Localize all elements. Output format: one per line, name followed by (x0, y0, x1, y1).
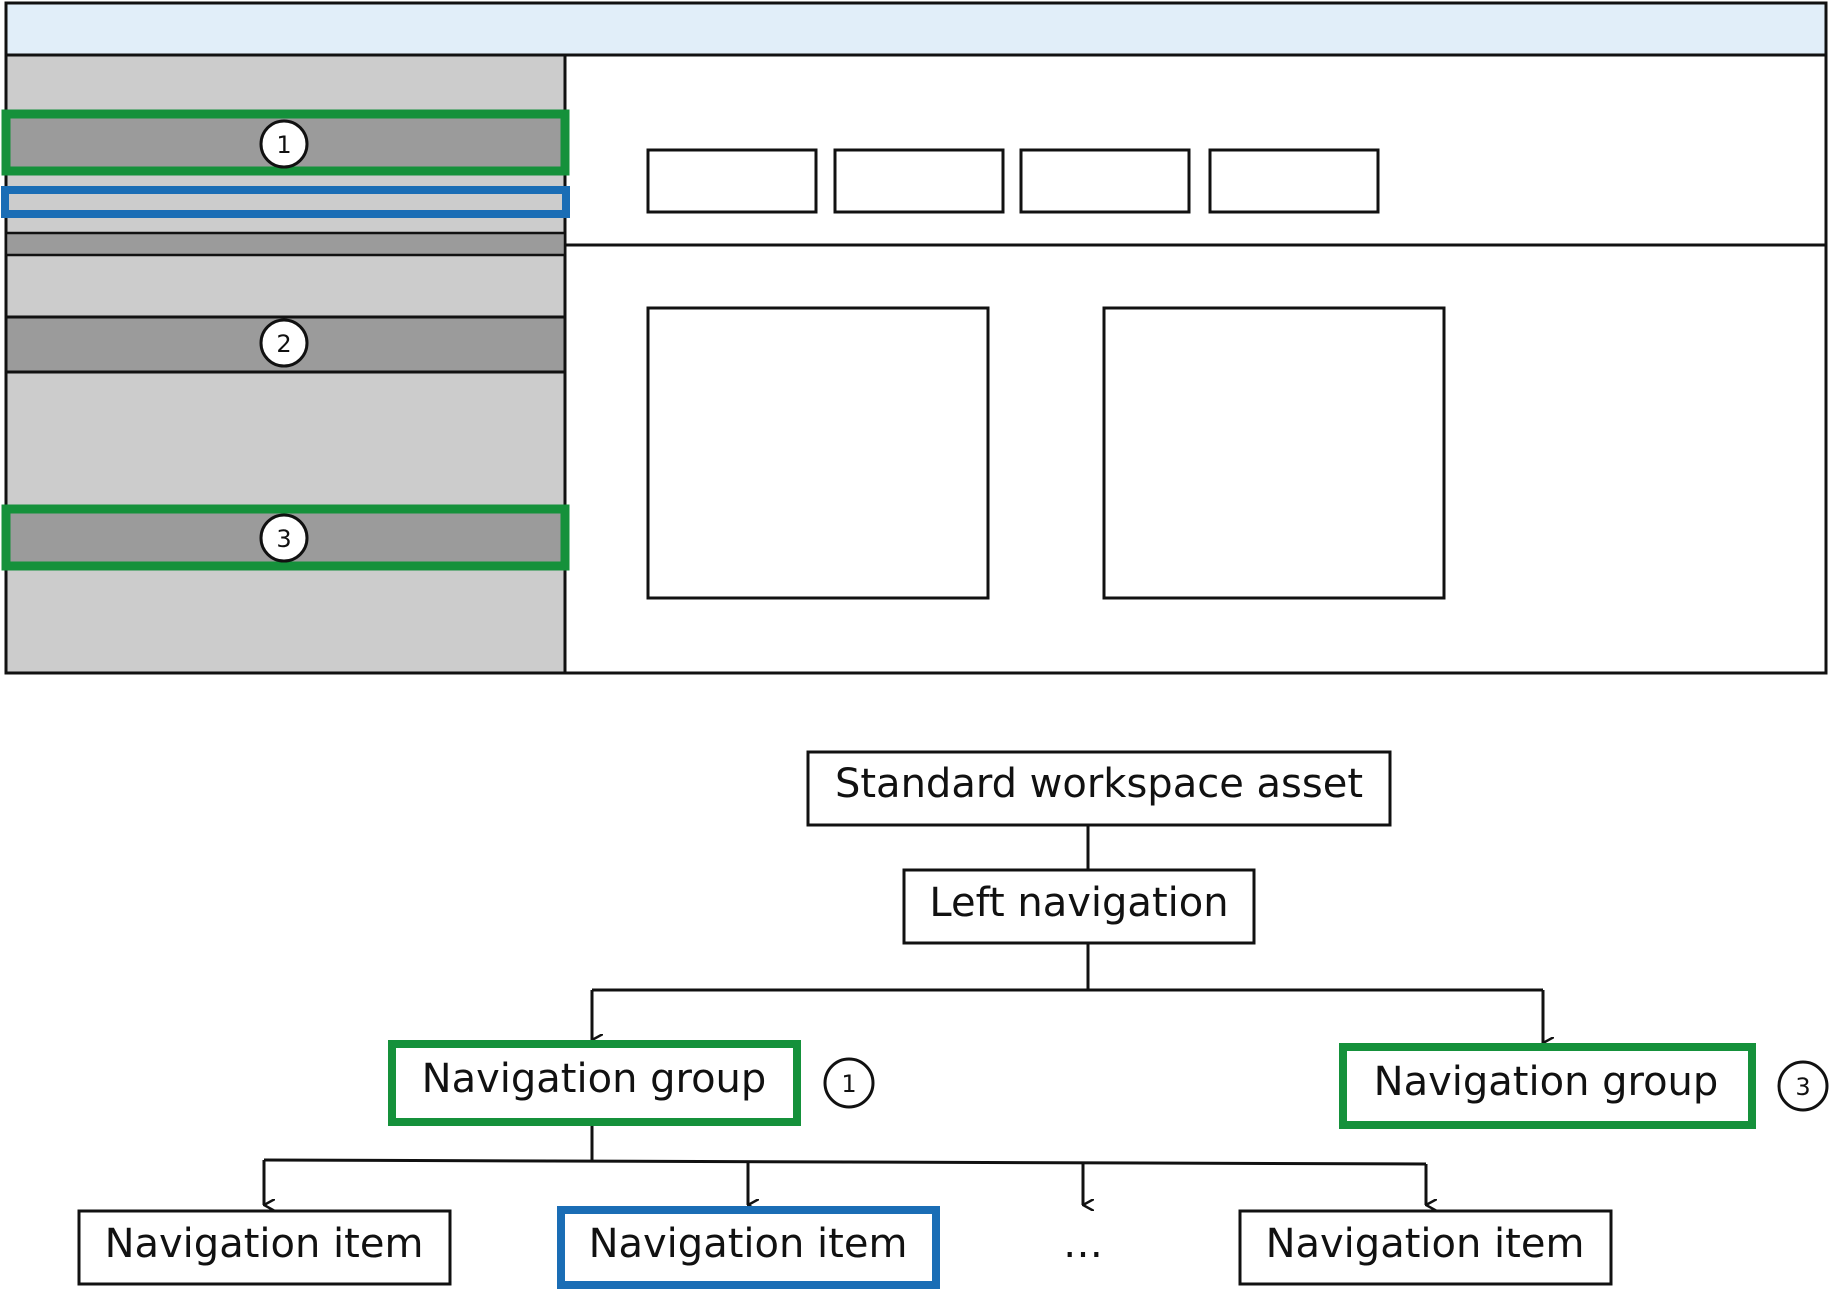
nav-row-sub[interactable] (4, 231, 567, 257)
node-root: Standard workspace asset (806, 750, 1392, 827)
node-group-right: Navigation group 3 (1339, 1043, 1829, 1129)
node-group-left-badge (823, 1057, 875, 1109)
badge-1: 1 (259, 119, 309, 169)
header-tab-2[interactable] (833, 148, 1005, 214)
node-left-navigation-label: Left navigation (929, 880, 1228, 926)
node-item-ellipsis: … (1063, 1221, 1103, 1267)
node-group-right-label: Navigation group (1374, 1059, 1719, 1105)
connectors (262, 825, 1543, 1205)
badge-2: 2 (259, 318, 309, 368)
workspace-mockup: 1 2 3 (1, 1, 1828, 675)
badge-3: 3 (259, 513, 309, 563)
header-tab-1[interactable] (646, 148, 818, 214)
badge-1-number: 1 (276, 131, 291, 159)
node-item-4-label: Navigation item (1266, 1221, 1585, 1267)
node-item-1-label: Navigation item (105, 1221, 424, 1267)
node-root-label: Standard workspace asset (835, 761, 1363, 807)
window-title-bar (4, 1, 1828, 57)
node-item-1: Navigation item (77, 1209, 452, 1286)
hierarchy-tree: Standard workspace asset Left navigation… (77, 750, 1829, 1289)
content-card-1 (646, 306, 990, 600)
highlight-group-3 (1, 504, 570, 571)
node-group-left: Navigation group 1 (388, 1040, 875, 1126)
node-group-left-badge-number: 1 (841, 1070, 856, 1098)
badge-3-number: 3 (276, 525, 291, 553)
nav-row-item[interactable] (6, 193, 565, 210)
node-item-2: Navigation item (557, 1206, 940, 1289)
badge-2-number: 2 (276, 330, 291, 358)
node-group-left-label: Navigation group (422, 1056, 767, 1102)
node-group-right-badge-number: 3 (1795, 1073, 1810, 1101)
node-item-2-label: Navigation item (589, 1221, 908, 1267)
node-left-navigation: Left navigation (902, 868, 1256, 945)
highlight-nav-item (1, 186, 570, 218)
content-card-2 (1102, 306, 1446, 600)
node-item-4: Navigation item (1238, 1209, 1613, 1286)
header-tab-3[interactable] (1019, 148, 1191, 214)
highlight-group-1 (1, 109, 570, 176)
node-group-right-badge (1777, 1060, 1829, 1112)
header-tab-4[interactable] (1208, 148, 1380, 214)
